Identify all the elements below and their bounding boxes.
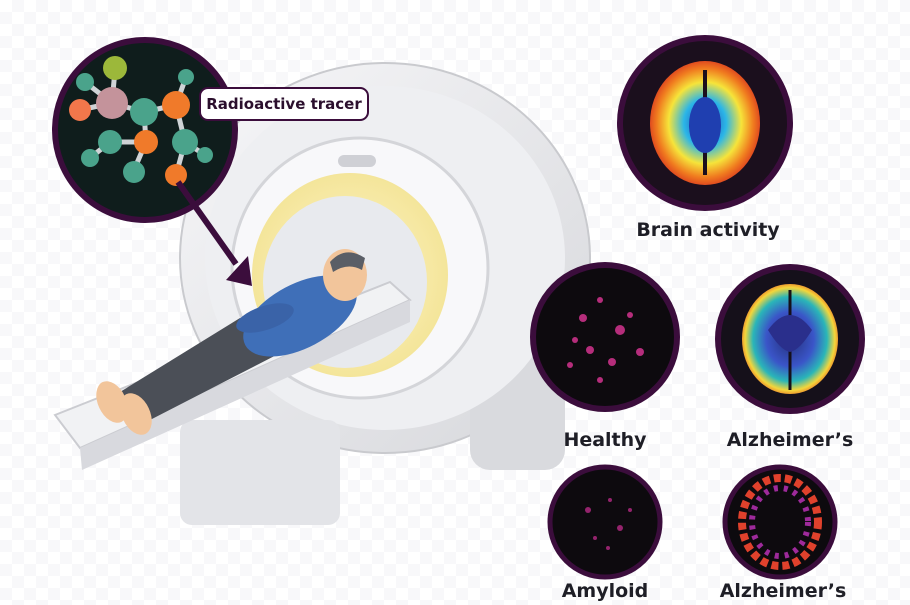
alzheimers-label-top: Alzheimer’s	[726, 429, 854, 451]
patient	[96, 249, 367, 435]
healthy-label: Healthy	[563, 429, 647, 451]
healthy-scan	[530, 262, 680, 412]
radioactive-tracer-label: Radioactive tracer	[199, 87, 369, 121]
amyloid-label: Amyloid	[561, 580, 649, 602]
alzheimers-amyloid-scan	[722, 464, 838, 580]
alzheimers-activity-scan	[715, 264, 865, 414]
brain-activity-scan	[617, 35, 793, 211]
alzheimers-label-bottom: Alzheimer’s	[719, 580, 847, 602]
amyloid-scan	[547, 464, 663, 580]
tracer-arrow	[175, 180, 252, 286]
tracer-molecule	[52, 37, 238, 223]
brain-activity-label: Brain activity	[636, 219, 780, 241]
